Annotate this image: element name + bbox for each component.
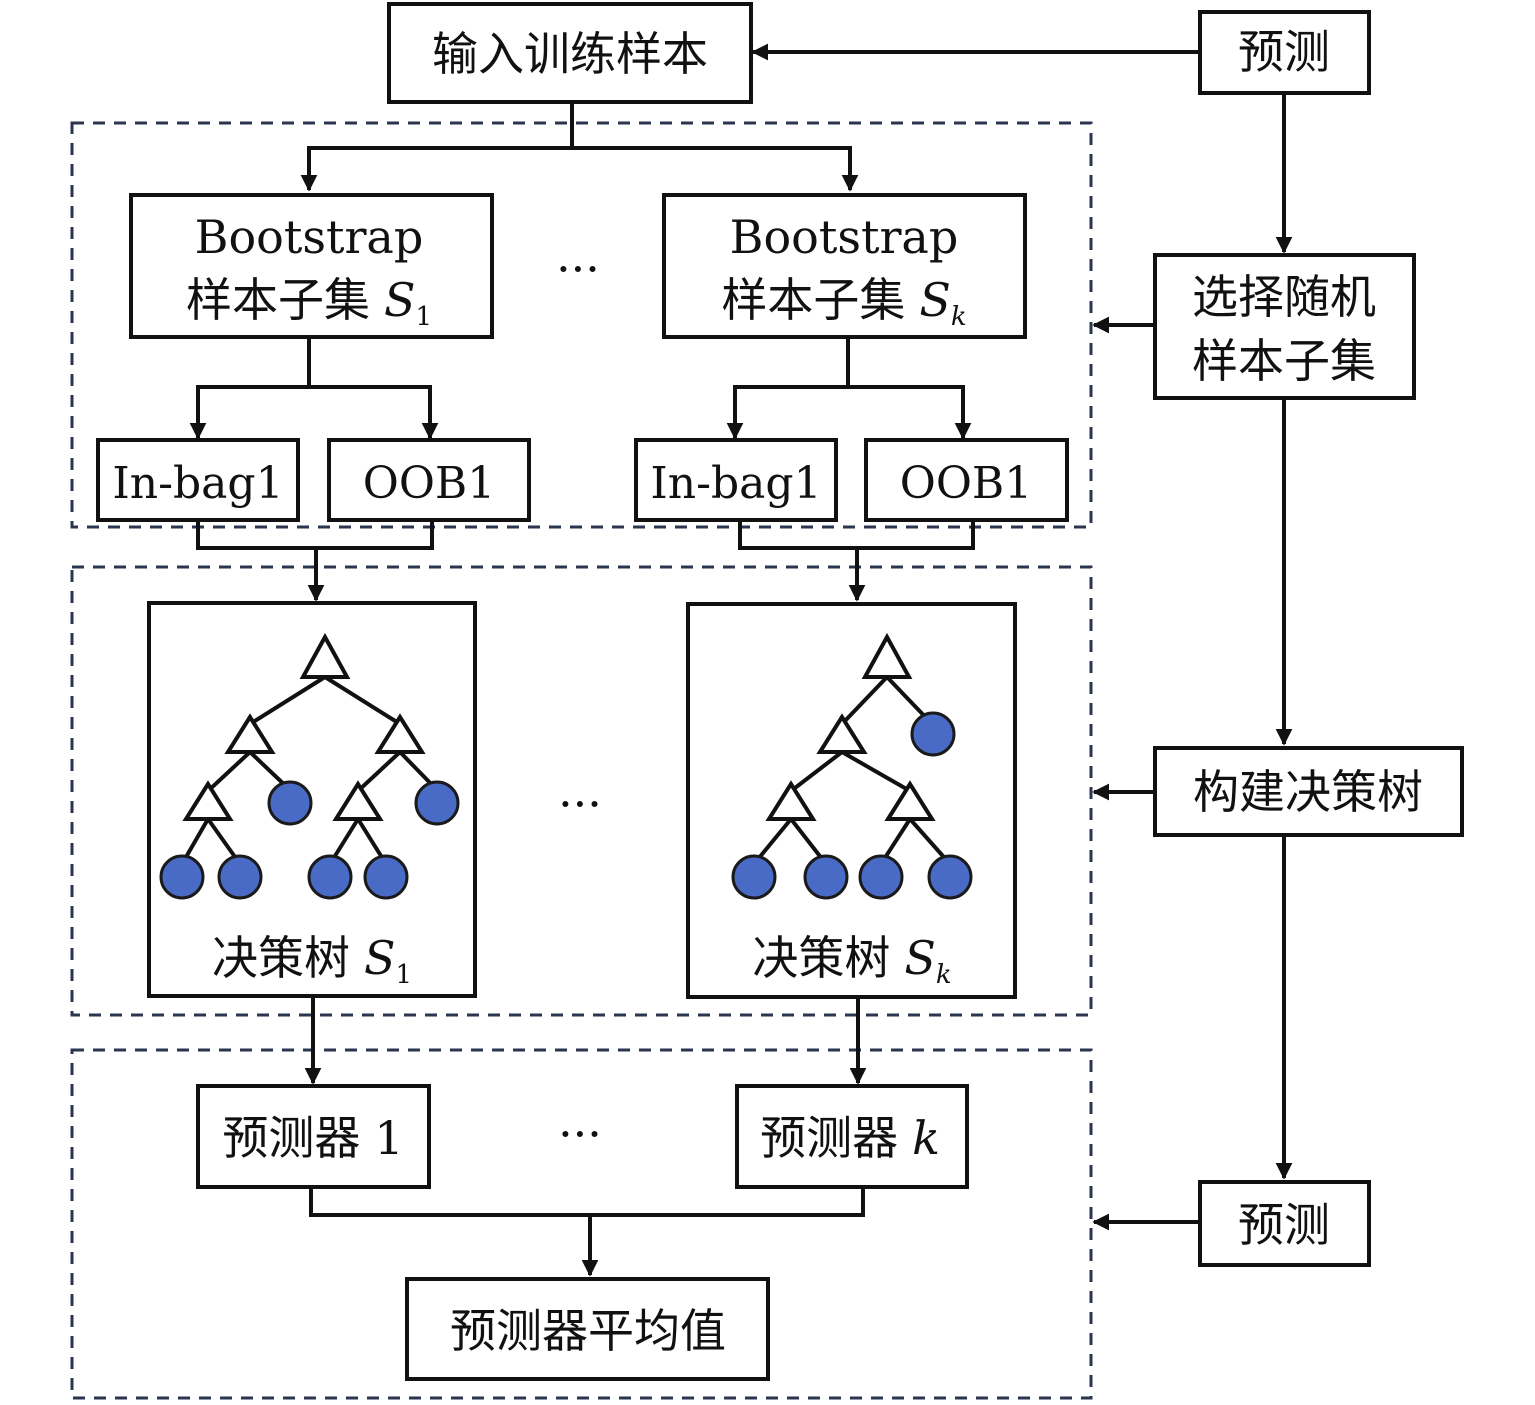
bootstrap-k-title: Bootstrap	[730, 210, 959, 264]
oob-1-box: OOB1	[327, 438, 531, 522]
predict-bottom-label: 预测	[1238, 1198, 1330, 1252]
tree-1-split-node	[224, 713, 276, 754]
inbag-k-label: In-bag1	[650, 458, 821, 509]
build-trees-label: 构建决策树	[1193, 765, 1423, 819]
tree-k-leaf-node	[910, 711, 956, 757]
tree-1-split-node	[374, 713, 426, 754]
predictor-region	[70, 1048, 1093, 1400]
select-random-subset-box: 选择随机 样本子集	[1153, 253, 1416, 400]
inbag-k-box: In-bag1	[634, 438, 838, 522]
tree-k-leaf-node	[803, 854, 849, 900]
tree-1-root-node	[299, 632, 351, 679]
input-samples-box: 输入训练样本	[387, 2, 753, 104]
oob-1-label: OOB1	[363, 458, 495, 509]
predictor-average-box: 预测器平均值	[405, 1277, 770, 1381]
predictor-ellipsis: ···	[558, 1107, 602, 1161]
inbag-1-box: In-bag1	[96, 438, 300, 522]
tree-1-split-node	[182, 780, 234, 821]
tree-k-leaf-node	[731, 854, 777, 900]
oob-k-label: OOB1	[900, 458, 1032, 509]
bootstrap-region	[70, 121, 1093, 529]
tree-1-split-node	[332, 780, 384, 821]
connectors	[189, 43, 1293, 1277]
tree-1-leaf-node	[414, 780, 460, 826]
oob-k-box: OOB1	[864, 438, 1069, 522]
tree-k-split-node	[765, 780, 817, 821]
tree-1-leaf-node	[363, 854, 409, 900]
tree-1-leaf-node	[307, 854, 353, 900]
tree-k-leaf-node	[927, 854, 973, 900]
select-random-line1: 选择随机	[1192, 270, 1376, 324]
predictor-average-label: 预测器平均值	[450, 1304, 726, 1358]
predict-top-label: 预测	[1238, 25, 1330, 79]
tree-1-leaf-node	[159, 854, 205, 900]
tree-region	[70, 565, 1093, 1017]
bootstrap-ellipsis: ···	[556, 242, 600, 296]
predict-bottom-box: 预测	[1198, 1180, 1371, 1267]
tree-1-leaf-node	[267, 780, 313, 826]
predict-top-box: 预测	[1198, 10, 1371, 95]
tree-k-split-node	[816, 713, 868, 754]
tree-1-leaf-node	[217, 854, 263, 900]
build-trees-box: 构建决策树	[1153, 746, 1464, 837]
tree-k-split-node	[884, 780, 936, 821]
tree-k-root-node	[861, 632, 913, 679]
bootstrap-1-title: Bootstrap	[195, 210, 424, 264]
input-samples-label: 输入训练样本	[432, 27, 708, 81]
select-random-line2: 样本子集	[1192, 334, 1376, 388]
inbag-1-label: In-bag1	[112, 458, 283, 509]
tree-ellipsis: ···	[558, 777, 602, 831]
tree-k-leaf-node	[858, 854, 904, 900]
